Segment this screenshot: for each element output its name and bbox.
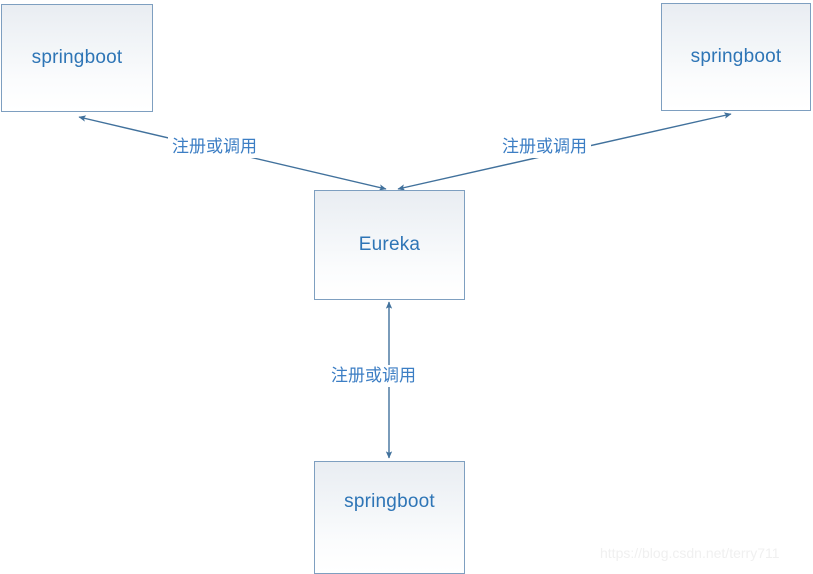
node-springboot-top-left[interactable]: springboot bbox=[1, 4, 153, 112]
edge-label-eureka-bottom: 注册或调用 bbox=[327, 365, 420, 387]
edge-label-eureka-top-left: 注册或调用 bbox=[168, 136, 261, 158]
node-springboot-bottom[interactable]: springboot bbox=[314, 461, 465, 574]
edge-label-eureka-top-right: 注册或调用 bbox=[498, 136, 591, 158]
node-label: springboot bbox=[690, 46, 782, 67]
node-label: Eureka bbox=[358, 234, 421, 255]
watermark: https://blog.csdn.net/terry711 bbox=[600, 545, 780, 561]
node-label: springboot bbox=[31, 47, 123, 68]
node-eureka[interactable]: Eureka bbox=[314, 190, 465, 300]
node-springboot-top-right[interactable]: springboot bbox=[661, 3, 811, 111]
node-label: springboot bbox=[344, 490, 435, 512]
